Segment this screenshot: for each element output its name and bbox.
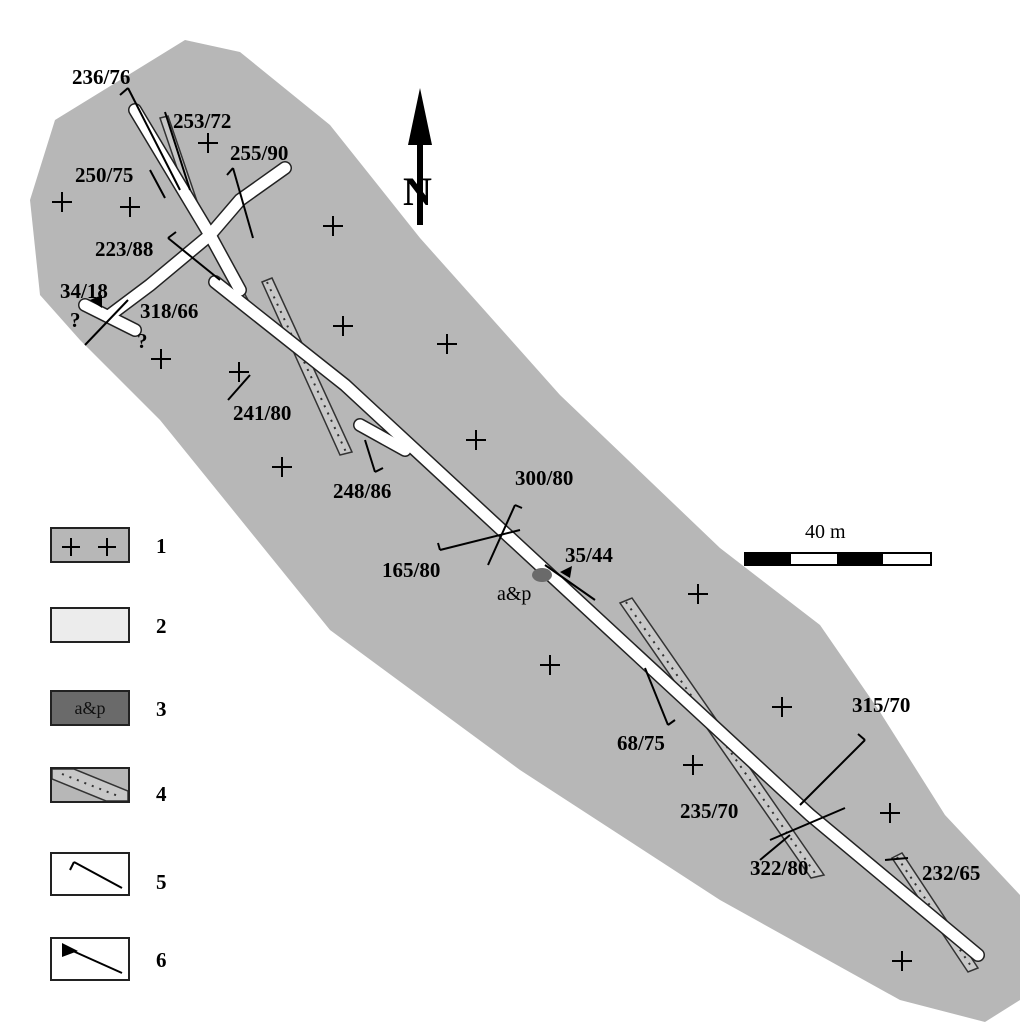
north-label: N <box>403 169 432 214</box>
measurement-label: 250/75 <box>75 163 133 187</box>
tick-line-symbol <box>69 861 123 889</box>
scale-bar: 40 m <box>744 521 932 566</box>
measurement-label: 68/75 <box>617 731 665 755</box>
question-mark: ? <box>137 329 148 353</box>
measurement-label: 318/66 <box>140 299 198 323</box>
legend-number: 3 <box>156 697 167 721</box>
dotted-band-symbol <box>51 768 129 802</box>
measurement-label: 315/70 <box>852 693 910 717</box>
legend-ap-text: a&p <box>74 698 106 718</box>
legend-box-5 <box>50 852 130 896</box>
legend-number: 1 <box>156 534 167 558</box>
legend-number: 5 <box>156 870 167 894</box>
measurement-label: 165/80 <box>382 558 440 582</box>
ap-patch <box>532 568 552 582</box>
legend-number: 2 <box>156 614 167 638</box>
measurement-label: 322/80 <box>750 856 808 880</box>
ap-label: a&p <box>497 583 531 605</box>
measurement-label: 232/65 <box>922 861 980 885</box>
measurement-label: 255/90 <box>230 141 288 165</box>
north-arrow: N <box>403 88 432 225</box>
legend-box-1 <box>50 527 130 563</box>
legend-number: 6 <box>156 948 167 972</box>
legend-box-4 <box>50 767 130 803</box>
dip-triangle <box>90 295 102 308</box>
structure-lines <box>84 87 909 861</box>
cross-symbols <box>62 538 116 556</box>
legend-box-3: a&p <box>50 690 130 726</box>
measurement-label: 253/72 <box>173 109 231 133</box>
measurement-label: 300/80 <box>515 466 573 490</box>
measurement-label: 223/88 <box>95 237 153 261</box>
legend-box-6 <box>50 937 130 981</box>
measurement-label: 34/18 <box>60 279 108 303</box>
question-mark: ? <box>70 308 81 332</box>
measurement-labels: 236/76 253/72 255/90 250/75 223/88 34/18… <box>60 65 980 885</box>
dip-triangle <box>560 566 572 578</box>
cross-symbols <box>52 133 912 971</box>
legend-box-2 <box>50 607 130 643</box>
measurement-label: 235/70 <box>680 799 738 823</box>
measurement-label: 248/86 <box>333 479 391 503</box>
triangle-line-symbol <box>62 943 123 974</box>
measurement-label: 236/76 <box>72 65 130 89</box>
legend-number: 4 <box>156 782 167 806</box>
measurement-label: 35/44 <box>565 543 613 567</box>
measurement-label: 241/80 <box>233 401 291 425</box>
scale-label: 40 m <box>805 521 846 543</box>
